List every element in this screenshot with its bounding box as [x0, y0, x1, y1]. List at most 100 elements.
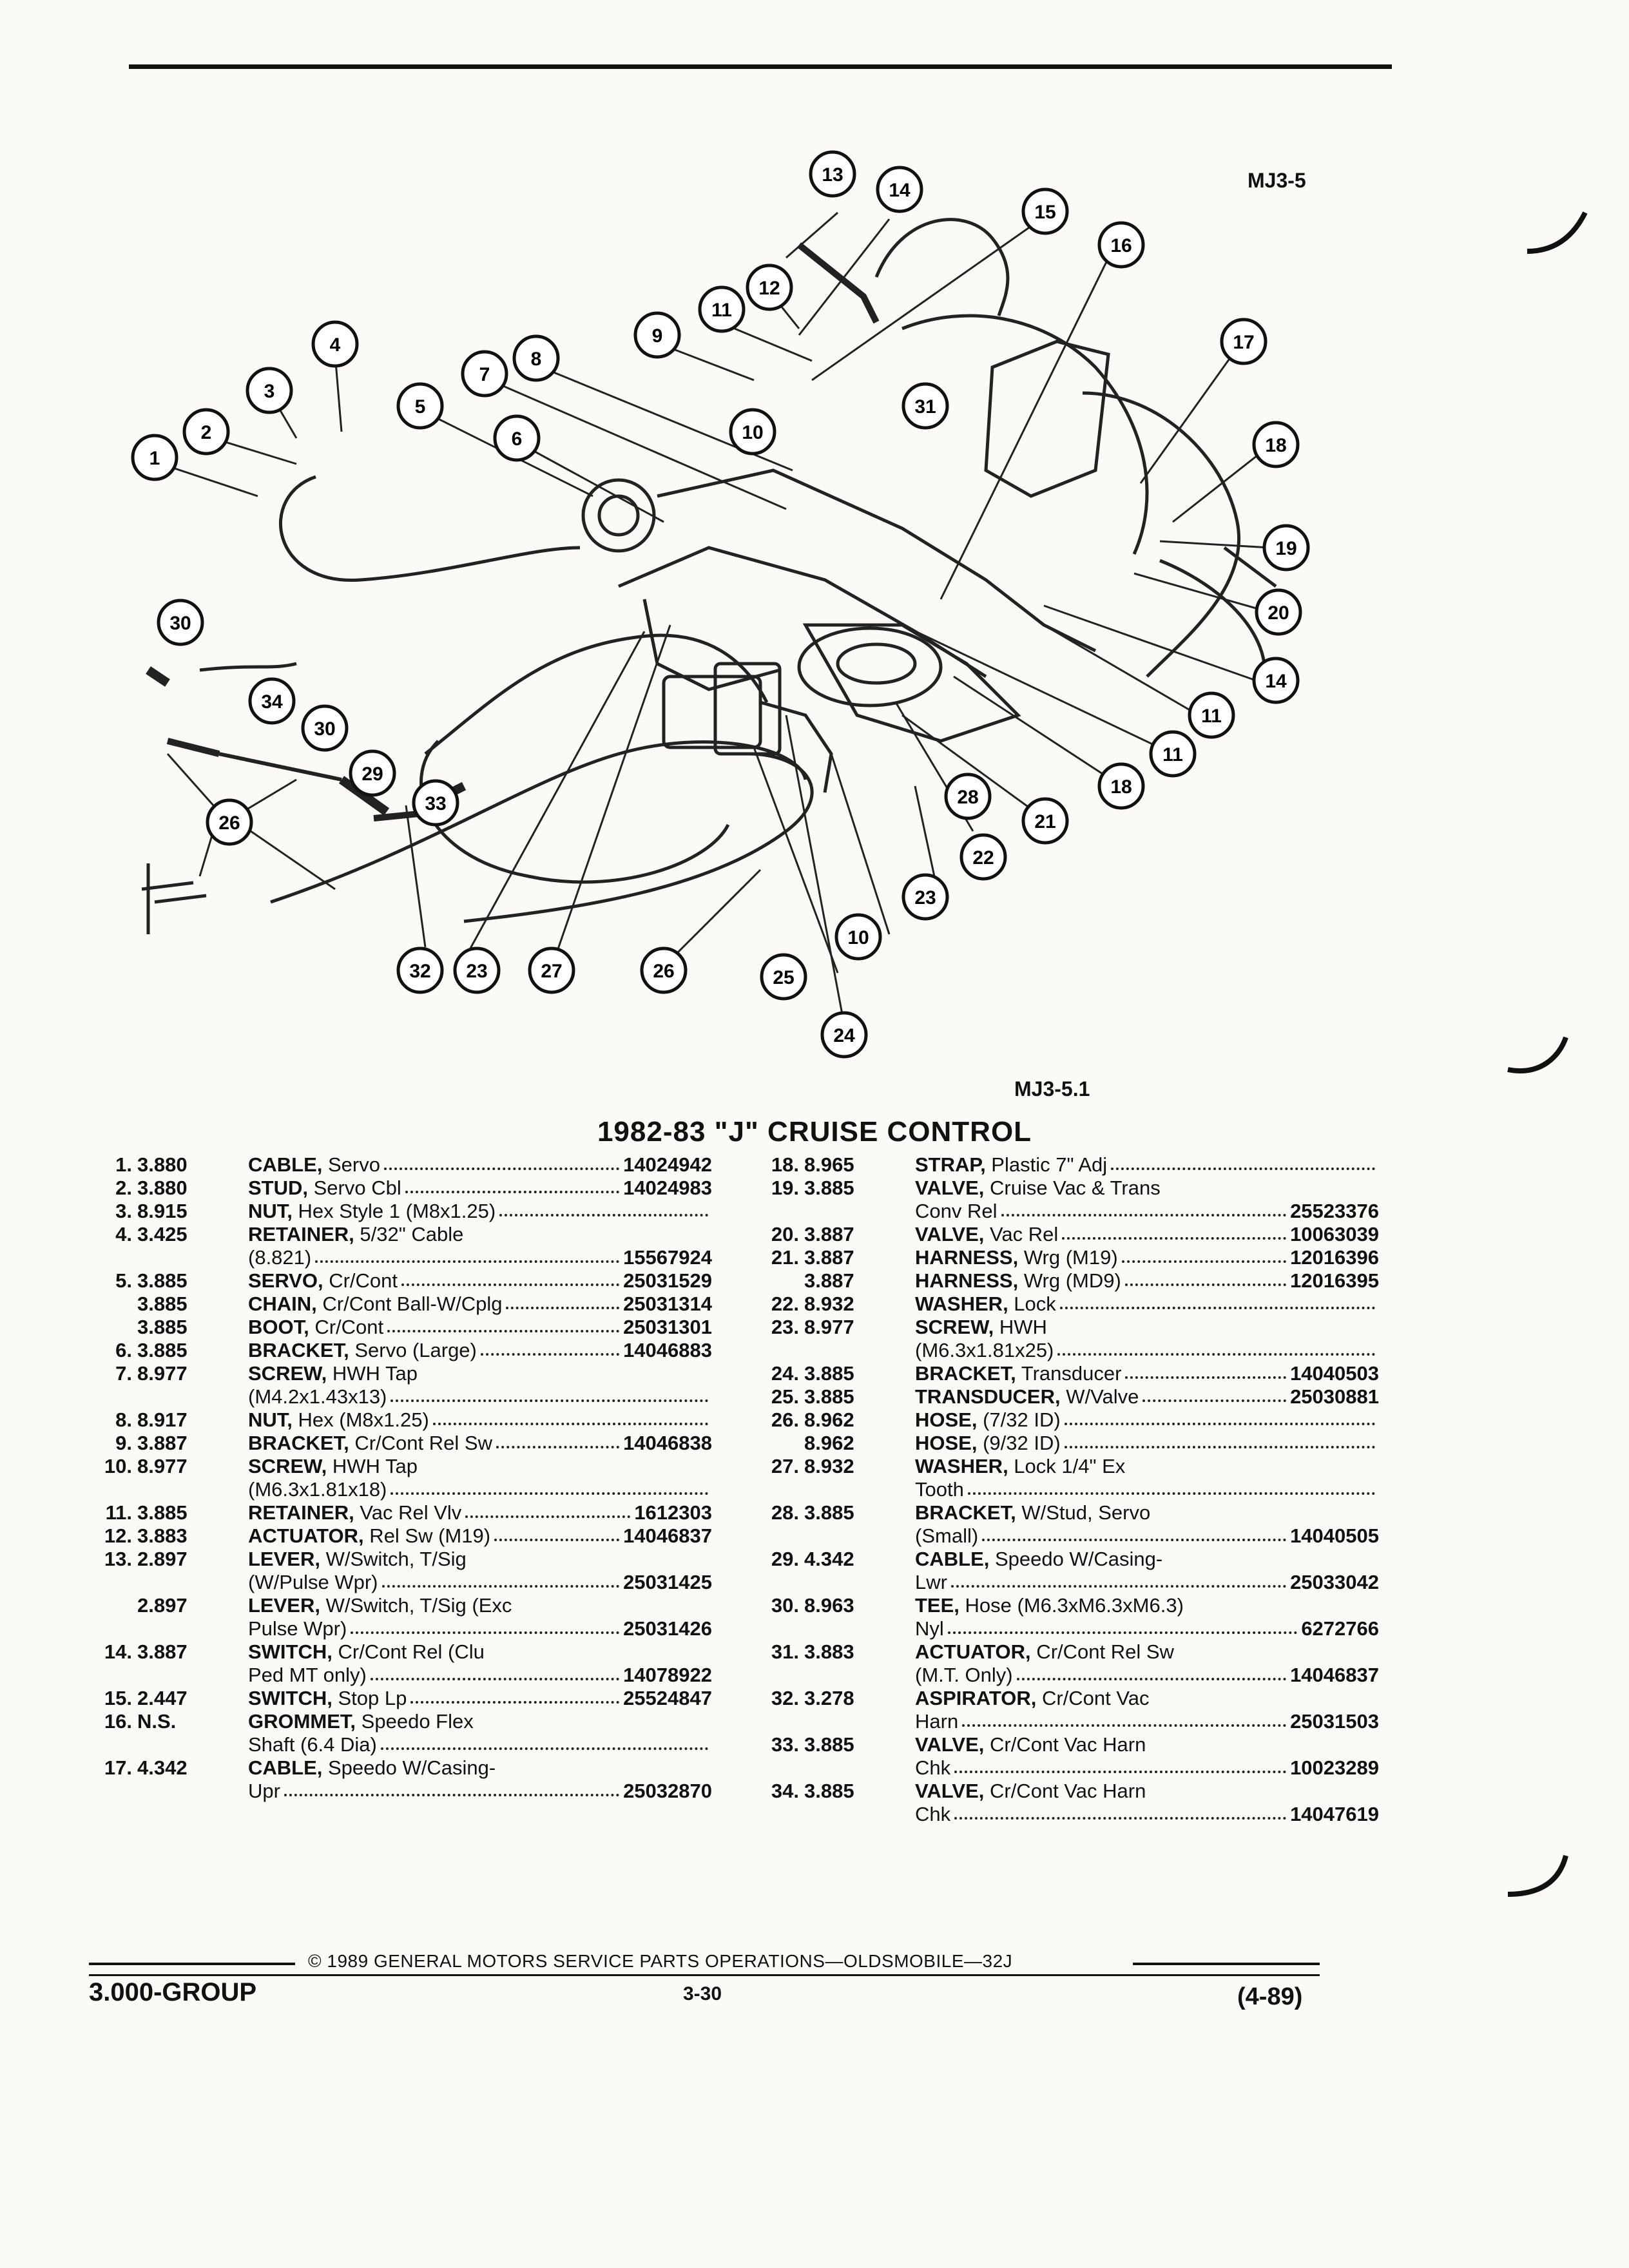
svg-text:5: 5	[415, 396, 426, 418]
dot-leader	[499, 1200, 708, 1216]
part-number: 10023289	[1290, 1756, 1379, 1779]
svg-text:34: 34	[261, 691, 283, 713]
item-number: 23.	[771, 1316, 799, 1338]
group-number: 8.962	[804, 1432, 854, 1454]
part-number: 25031426	[623, 1617, 712, 1640]
svg-text:11: 11	[1201, 706, 1222, 727]
svg-text:26: 26	[218, 812, 240, 834]
part-description: Cr/Cont	[323, 1269, 398, 1292]
part-name: SWITCH,	[248, 1687, 333, 1709]
part-description: Vac Rel Vlv	[354, 1501, 462, 1524]
callout-23b: 23	[453, 947, 501, 994]
group-number: 8.963	[804, 1594, 854, 1617]
dot-leader	[1188, 1594, 1375, 1611]
svg-text:7: 7	[479, 364, 490, 385]
entry-line: LEVER, W/Switch, T/Sig	[248, 1548, 712, 1571]
svg-text:22: 22	[972, 847, 994, 869]
svg-text:18: 18	[1110, 776, 1132, 798]
dot-leader	[1154, 1501, 1375, 1518]
callout-20: 20	[1255, 588, 1302, 636]
callout-26: 26	[640, 947, 688, 994]
entry-line: TEE, Hose (M6.3xM6.3xM6.3)	[915, 1594, 1379, 1617]
dot-leader	[967, 1478, 1375, 1495]
entry-line: VALVE, Cr/Cont Vac Harn	[915, 1780, 1379, 1803]
callout-10: 10	[729, 408, 776, 456]
binder-mark-1	[1527, 211, 1588, 254]
callout-11c: 11	[1149, 730, 1197, 778]
dot-leader	[432, 1408, 708, 1425]
callout-19: 19	[1262, 524, 1310, 572]
callout-28: 28	[944, 773, 992, 820]
callout-30b: 30	[157, 599, 204, 646]
footer-rule-under	[89, 1974, 1320, 1976]
dot-leader	[1051, 1316, 1375, 1332]
item-number: 22.	[771, 1293, 799, 1315]
callout-3: 3	[246, 367, 293, 414]
binder-mark-3	[1507, 1854, 1568, 1897]
part-description: 5/32" Cable	[354, 1223, 464, 1245]
callout-27: 27	[528, 947, 575, 994]
dot-leader	[390, 1385, 708, 1402]
svg-text:21: 21	[1034, 811, 1055, 832]
footer-rule-left	[89, 1963, 295, 1965]
part-name: BOOT,	[248, 1316, 309, 1338]
group-number: 3.885	[804, 1501, 854, 1524]
entry-line: HOSE, (9/32 ID)	[915, 1432, 1379, 1455]
part-name: VALVE,	[915, 1733, 985, 1756]
dot-leader	[1164, 1177, 1375, 1193]
part-description: (M6.3x1.81x25)	[915, 1339, 1054, 1361]
part-number: 12016395	[1290, 1269, 1379, 1292]
group-number: 3.885	[804, 1780, 854, 1802]
part-description: Cr/Cont Rel (Clu	[332, 1640, 485, 1663]
item-number: 19.	[771, 1177, 799, 1199]
entry-line: ACTUATOR, Cr/Cont Rel Sw	[915, 1640, 1379, 1664]
group-number: 3.885	[137, 1501, 188, 1524]
item-number: 12.	[104, 1524, 132, 1547]
part-description: Lwr	[915, 1571, 947, 1593]
part-name: HOSE,	[915, 1408, 978, 1431]
item-number: 7.	[115, 1362, 132, 1385]
dot-leader	[950, 1571, 1287, 1588]
part-name: WASHER,	[915, 1455, 1008, 1477]
dot-leader	[477, 1710, 708, 1727]
entry-line: BRACKET, W/Stud, Servo	[915, 1501, 1379, 1524]
part-number: 25031503	[1290, 1710, 1379, 1733]
sub-figure-code: MJ3-5.1	[1014, 1077, 1090, 1100]
svg-text:2: 2	[201, 422, 212, 443]
dot-leader	[421, 1362, 708, 1379]
group-number: 3.887	[804, 1246, 854, 1269]
part-number: 25031301	[623, 1316, 712, 1338]
part-description: Shaft (6.4 Dia)	[248, 1733, 377, 1756]
item-number: 21.	[771, 1246, 799, 1269]
part-name: CABLE,	[248, 1756, 323, 1779]
part-name: ACTUATOR,	[248, 1524, 364, 1547]
dot-leader	[370, 1664, 620, 1680]
dot-leader	[1150, 1733, 1375, 1750]
item-number: 33.	[771, 1733, 799, 1756]
part-number: 14046883	[623, 1339, 712, 1361]
part-description: W/Valve	[1060, 1385, 1139, 1408]
group-number: 2.897	[137, 1594, 188, 1617]
entry-line: (M6.3x1.81x18)	[248, 1478, 712, 1501]
part-description: (M.T. Only)	[915, 1664, 1013, 1686]
callout-29: 29	[349, 749, 396, 797]
entry-line: VALVE, Cruise Vac & Trans	[915, 1177, 1379, 1200]
part-number: 25030881	[1290, 1385, 1379, 1408]
footer-copyright: © 1989 GENERAL MOTORS SERVICE PARTS OPER…	[308, 1951, 1013, 1971]
callout-24: 24	[820, 1011, 868, 1059]
item-number: 9.	[115, 1432, 132, 1454]
part-number: 14078922	[623, 1664, 712, 1686]
entry-line: GROMMET, Speedo Flex	[248, 1710, 712, 1733]
